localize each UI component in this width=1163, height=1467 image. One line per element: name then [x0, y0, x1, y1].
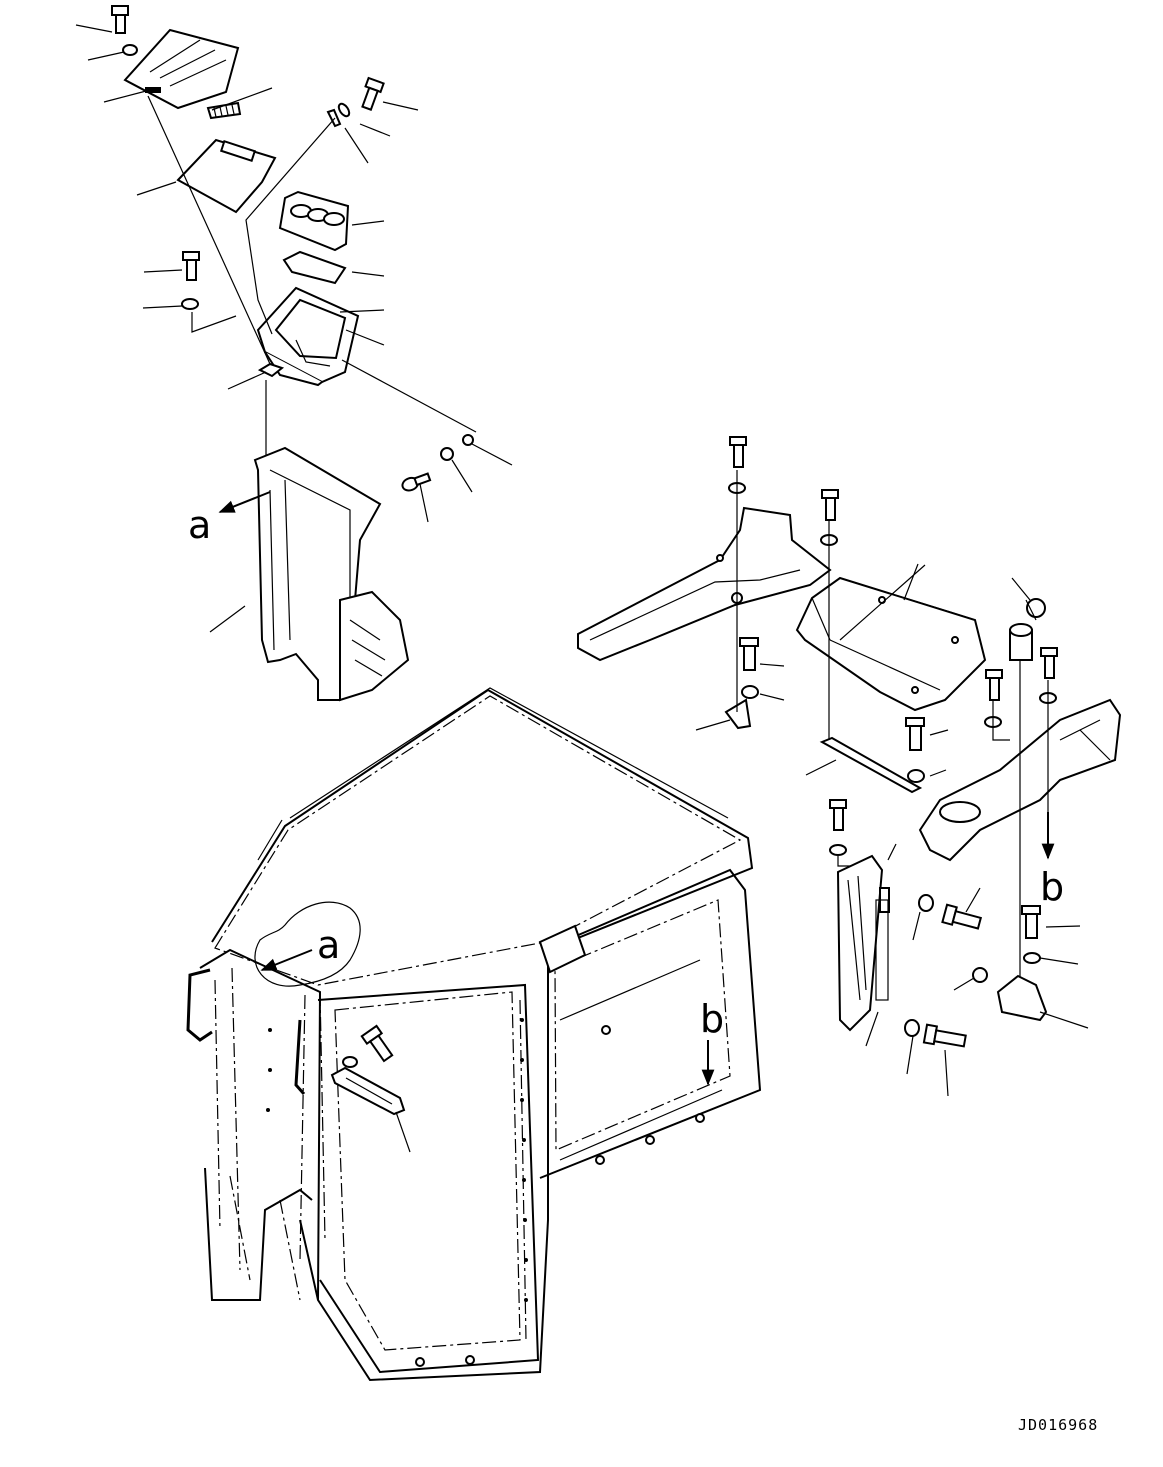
- nut-icon: [181, 298, 199, 310]
- washer-icon: [904, 1019, 920, 1037]
- console-box: [256, 286, 360, 387]
- bolt-icon: [941, 903, 983, 930]
- bolt-icon: [821, 489, 839, 521]
- console-pedestal: [209, 434, 513, 702]
- reference-arrow-icon: b: [1040, 812, 1064, 909]
- drawing-code: JD016968: [1018, 1416, 1098, 1434]
- washer-icon: [440, 447, 454, 461]
- bolt-icon: [361, 76, 385, 111]
- console-assembly: [75, 5, 477, 480]
- ref-label-a-cab: a: [317, 923, 340, 967]
- bolt-icon: [905, 717, 925, 751]
- washer-icon: [1023, 952, 1041, 964]
- ref-label-b-cab: b: [700, 997, 724, 1041]
- power-socket: [1009, 598, 1046, 661]
- support-bracket-plate: [577, 506, 832, 662]
- angle-bracket: [724, 698, 752, 730]
- reference-arrow-icon: b: [700, 997, 724, 1086]
- washer-icon: [907, 769, 925, 783]
- reference-arrow-icon: a: [260, 923, 340, 971]
- floor-holes: [415, 1025, 705, 1367]
- bolt-icon: [360, 1024, 394, 1063]
- cup-holder: [278, 190, 350, 252]
- roof-clip: [538, 924, 587, 974]
- nut-icon: [462, 434, 474, 446]
- bolt-icon: [829, 799, 847, 831]
- console-lid: [123, 28, 240, 110]
- bracket-assembly: [577, 436, 1122, 990]
- cover-plate: [795, 576, 987, 712]
- side-bracket-long: [836, 854, 884, 1032]
- grab-handle-bracket: [330, 1066, 406, 1116]
- cab-frame: [186, 687, 762, 1382]
- nut-icon: [972, 967, 988, 983]
- bolt-icon: [182, 251, 200, 281]
- bolt-icon: [1040, 647, 1058, 679]
- ref-label-a-upper: a: [188, 503, 211, 547]
- washer-icon: [342, 1056, 358, 1068]
- bolt-icon: [1021, 905, 1041, 939]
- socket-mount-bracket: [996, 974, 1048, 1022]
- lid-hinge: [145, 87, 161, 93]
- washer-icon: [337, 102, 351, 118]
- bolt-icon: [985, 669, 1003, 701]
- bolt-icon: [739, 637, 759, 671]
- washer-icon: [918, 894, 934, 912]
- console-mat: [282, 250, 347, 285]
- ref-label-b-right: b: [1040, 865, 1064, 909]
- bolt-icon: [729, 436, 747, 468]
- bolt-icon: [111, 5, 129, 34]
- washer-icon: [829, 844, 847, 856]
- clip-bracket: [257, 362, 285, 378]
- bolt-icon: [401, 472, 432, 492]
- callout-bubble: [254, 901, 361, 987]
- reference-arrow-icon: a: [188, 491, 271, 547]
- pillar-holes: [266, 1018, 528, 1302]
- flat-bar: [819, 736, 923, 794]
- bolt-icon: [922, 1023, 967, 1048]
- washer-icon: [741, 685, 759, 699]
- washer-icon: [122, 44, 138, 56]
- side-bracket-assembly: [829, 799, 1089, 1097]
